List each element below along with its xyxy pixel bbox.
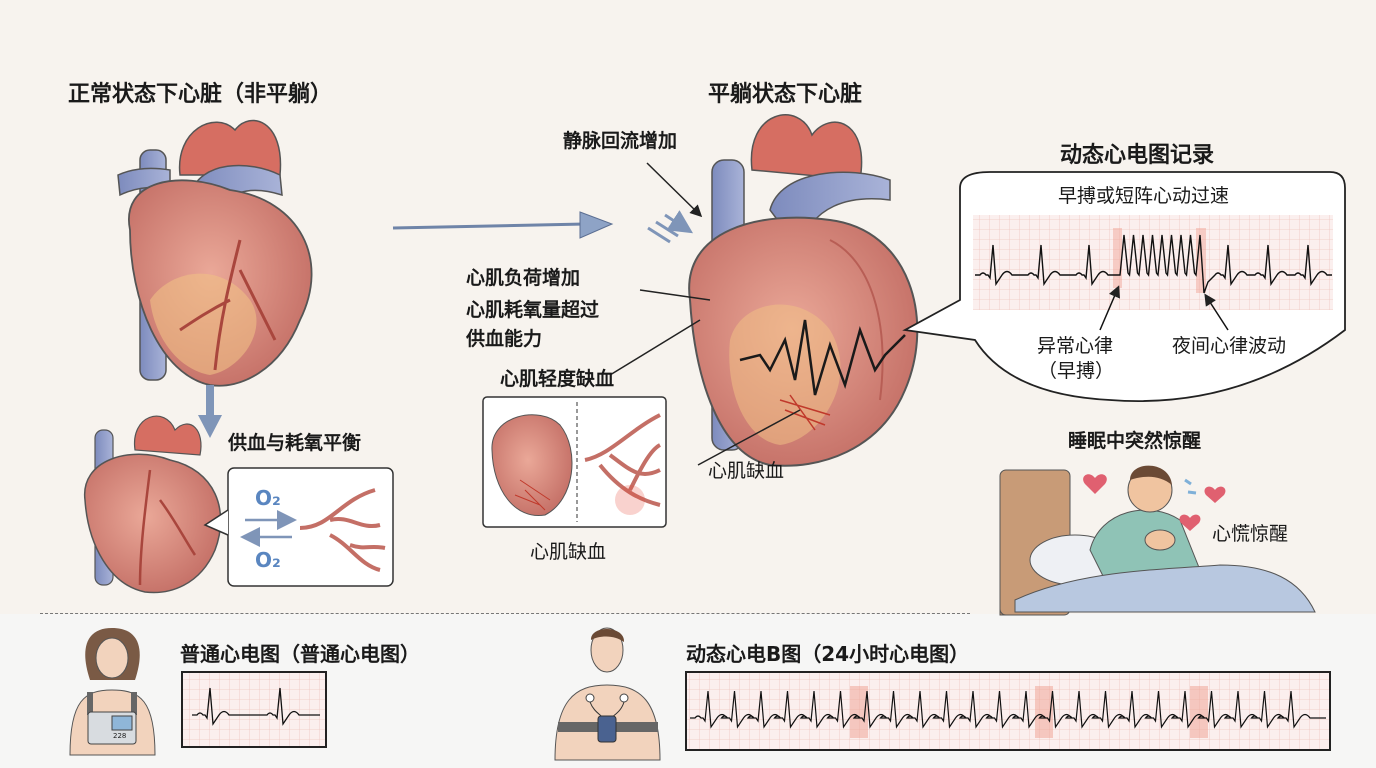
down-arrow-icon [198,415,222,438]
arrhythmia-label: 异常心律 [1037,335,1114,357]
inset-ischemia-label: 心肌缺血 [530,541,607,563]
section-divider [40,613,970,614]
load-increase-label: 心肌负荷增加 [466,267,581,289]
supply-capacity-label: 供血能力 [466,328,543,350]
small-heart-illustration [84,415,222,594]
mild-ischemia-label: 心肌轻度缺血 [500,368,615,390]
standard-ecg-box [181,671,327,748]
bubble-ecg-grid [973,215,1333,310]
supine-heart-illustration [688,114,919,467]
palpitation-label: 心慌惊醒 [1212,523,1289,545]
sleeping-person-illustration [999,465,1316,616]
heart-icon [1179,514,1201,531]
holter-ecg-box [685,671,1331,751]
supine-heart-title: 平躺状态下心脏 [708,82,863,107]
man-with-holter-device [554,627,661,761]
device-display: 228 [113,732,127,740]
bubble-ecg-trace [975,234,1332,294]
bubble-title: 早搏或短阵心动过速 [1058,185,1230,207]
woman-with-ecg-device [69,628,156,756]
venous-return-label: 静脉回流增加 [563,130,678,152]
normal-heart-illustration [117,119,313,387]
normal-heart-title: 正常状态下心脏（非平躺） [68,82,333,107]
holter-record-title: 动态心电图记录 [1060,143,1215,168]
premature-label: （早搏） [1038,360,1115,382]
standard-ecg-trace [192,687,320,726]
o2-top-label: O₂ [255,486,281,510]
ischemia-label: 心肌缺血 [708,460,785,482]
oxygen-exceed-label: 心肌耗氧量超过 [466,299,600,321]
sleep-wake-title: 睡眠中突然惊醒 [1068,430,1202,452]
transition-arrow-icon [579,211,614,239]
night-fluctuation-label: 夜间心律波动 [1172,335,1287,357]
o2-bottom-label: O₂ [255,548,281,572]
holter-ecg-title: 动态心电B图（24小时心电图） [686,642,970,666]
standard-ecg-title: 普通心电图（普通心电图） [180,642,420,666]
heart-icon [1083,474,1107,494]
balance-label: 供血与耗氧平衡 [228,432,362,454]
holter-ecg-trace [690,690,1326,729]
heart-icon [1204,486,1226,503]
